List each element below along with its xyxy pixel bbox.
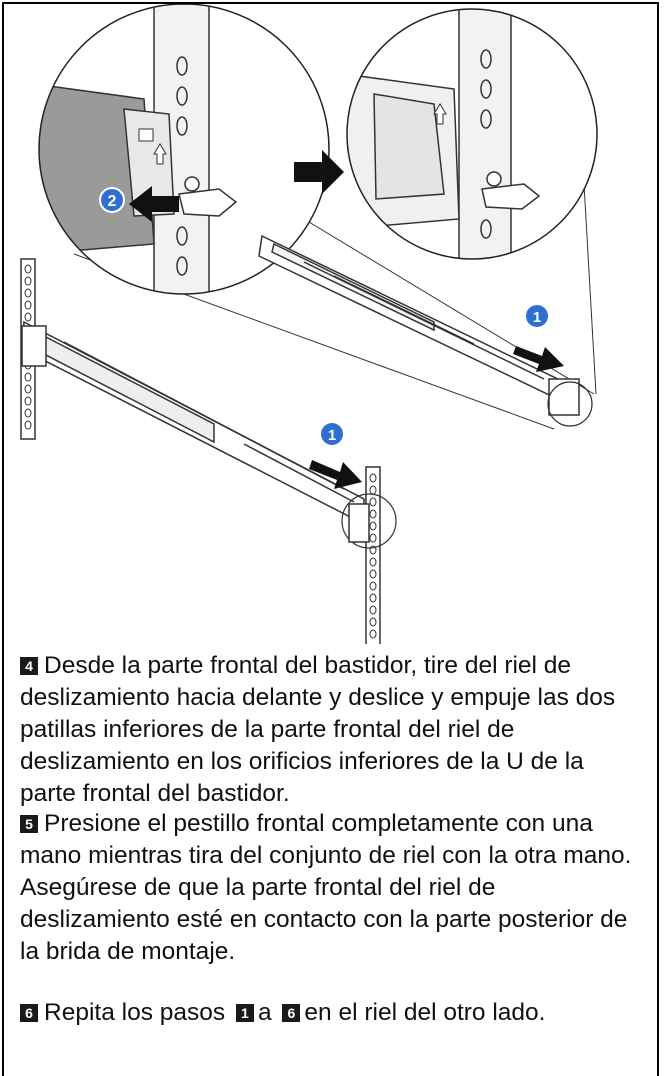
step-text: Presione el pestillo frontal completamen… <box>20 810 632 965</box>
svg-text:2: 2 <box>108 193 117 210</box>
lower-slide-rail <box>21 320 365 526</box>
transition-arrow <box>294 150 344 194</box>
step-text: Desde la parte frontal del bastidor, tir… <box>20 652 616 807</box>
step-reference-badge: 1 <box>235 1004 254 1022</box>
detail-circle-left <box>39 4 329 294</box>
step-number-badge: 4 <box>20 657 38 675</box>
step-text-after: en el riel del otro lado. <box>304 999 546 1026</box>
step-text-middle: a <box>257 999 272 1026</box>
step-reference-badge: 6 <box>282 1004 301 1022</box>
pull-arrow-upper <box>513 346 564 372</box>
step-text-before: Repita los pasos <box>44 999 226 1026</box>
callout-bottom: 1 <box>321 423 343 445</box>
step-number-badge: 6 <box>20 1004 38 1022</box>
svg-text:1: 1 <box>328 427 336 444</box>
pull-arrow-lower <box>309 460 362 489</box>
svg-text:1: 1 <box>533 309 541 326</box>
callout-right-top: 1 <box>526 305 548 327</box>
rail-installation-illustration: 2 1 1 <box>20 4 598 644</box>
step-number-badge: 5 <box>20 815 38 833</box>
callout-left: 2 <box>99 187 125 213</box>
detail-circle-right <box>347 9 597 259</box>
